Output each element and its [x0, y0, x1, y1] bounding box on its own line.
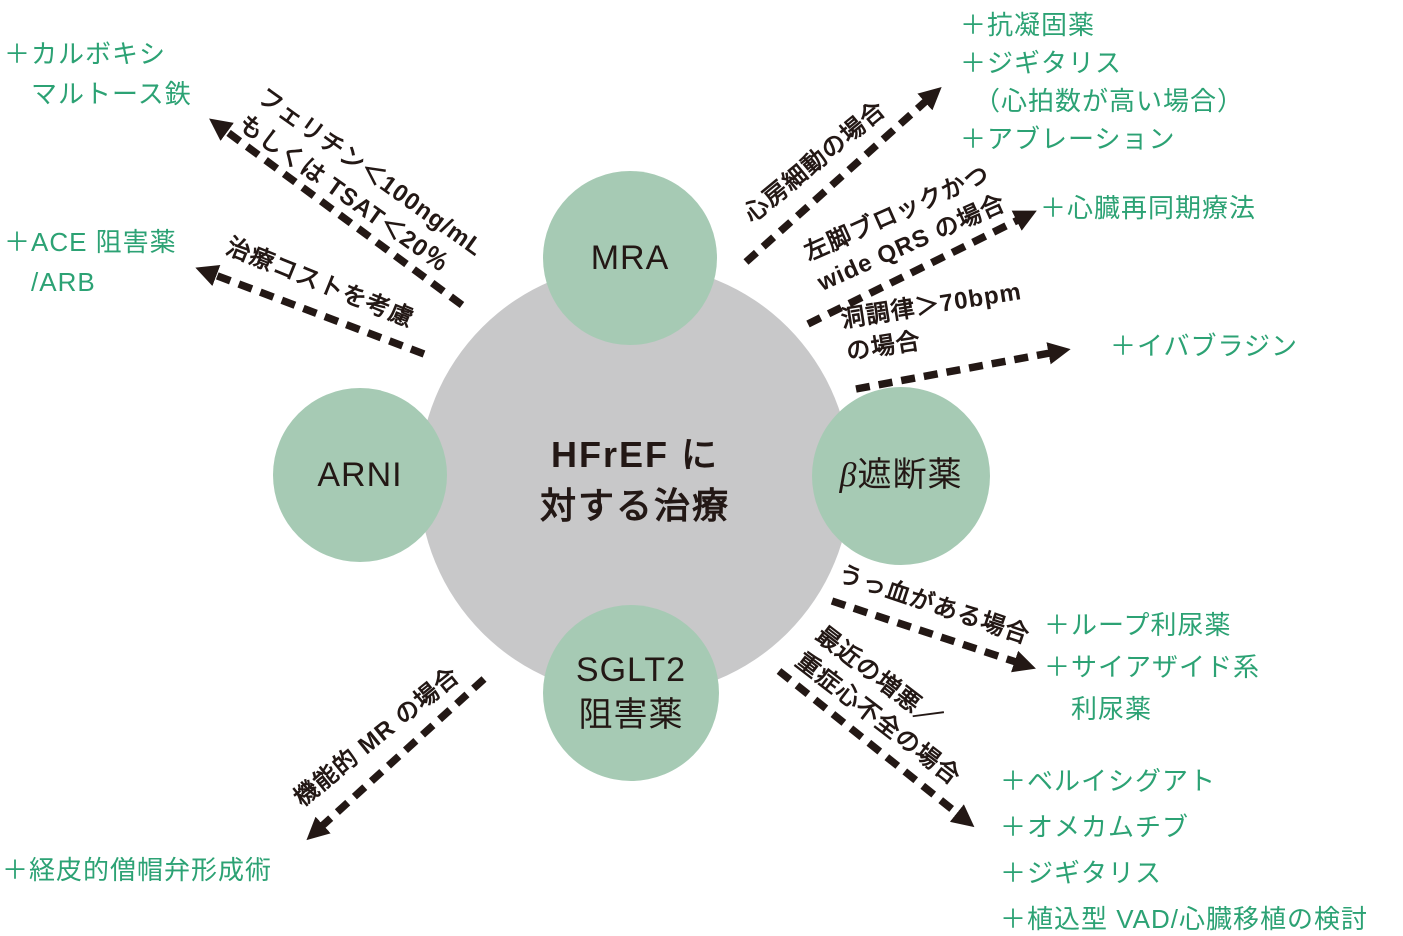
treatment-iron-carboxymaltose: ＋カルボキシ マルトース鉄: [4, 39, 192, 109]
node-sglt2-inhibitor-label: SGLT2 阻害薬: [575, 651, 687, 734]
arrow-congestion: [830, 597, 1036, 673]
center-label: HFrEF に 対する治療: [539, 433, 730, 526]
node-mra-label: MRA: [590, 238, 670, 277]
node-sglt2-inhibitor: SGLT2 阻害薬: [543, 605, 719, 781]
node-beta-blocker-label: β遮断薬: [839, 456, 963, 495]
treatment-af-drugs: ＋抗凝固薬 ＋ジギタリス （心拍数が高い場合） ＋アブレーション: [960, 10, 1245, 154]
treatment-ivabradine: ＋イバブラジン: [1110, 331, 1298, 361]
treatment-diuretics: ＋ループ利尿薬 ＋サイアザイド系 利尿薬: [1044, 610, 1261, 724]
node-arni: ARNI: [273, 388, 447, 562]
arrow-functional-mr: [306, 676, 487, 841]
treatment-crt: ＋心臓再同期療法: [1040, 193, 1257, 223]
arrow-ivabradine: [855, 342, 1071, 393]
treatment-mitral-valve-repair: ＋経皮的僧帽弁形成術: [2, 855, 273, 885]
arrow-ferritin-iron: [209, 118, 465, 309]
arrow-atrial-fibrillation: [743, 86, 942, 265]
node-mra: MRA: [543, 171, 717, 345]
treatment-advanced-hf-options: ＋ベルイシグアト ＋オメカムチブ ＋ジギタリス ＋植込型 VAD/心臓移植の検討: [1000, 766, 1368, 934]
arrow-recent-worsening: [776, 668, 975, 828]
treatment-ace-arb: ＋ACE 阻害薬 /ARB: [4, 227, 177, 297]
node-arni-label: ARNI: [317, 455, 403, 494]
arrow-treatment-cost: [195, 265, 426, 358]
arrow-crt: [806, 210, 1037, 328]
node-beta-blocker: β遮断薬: [812, 387, 990, 565]
